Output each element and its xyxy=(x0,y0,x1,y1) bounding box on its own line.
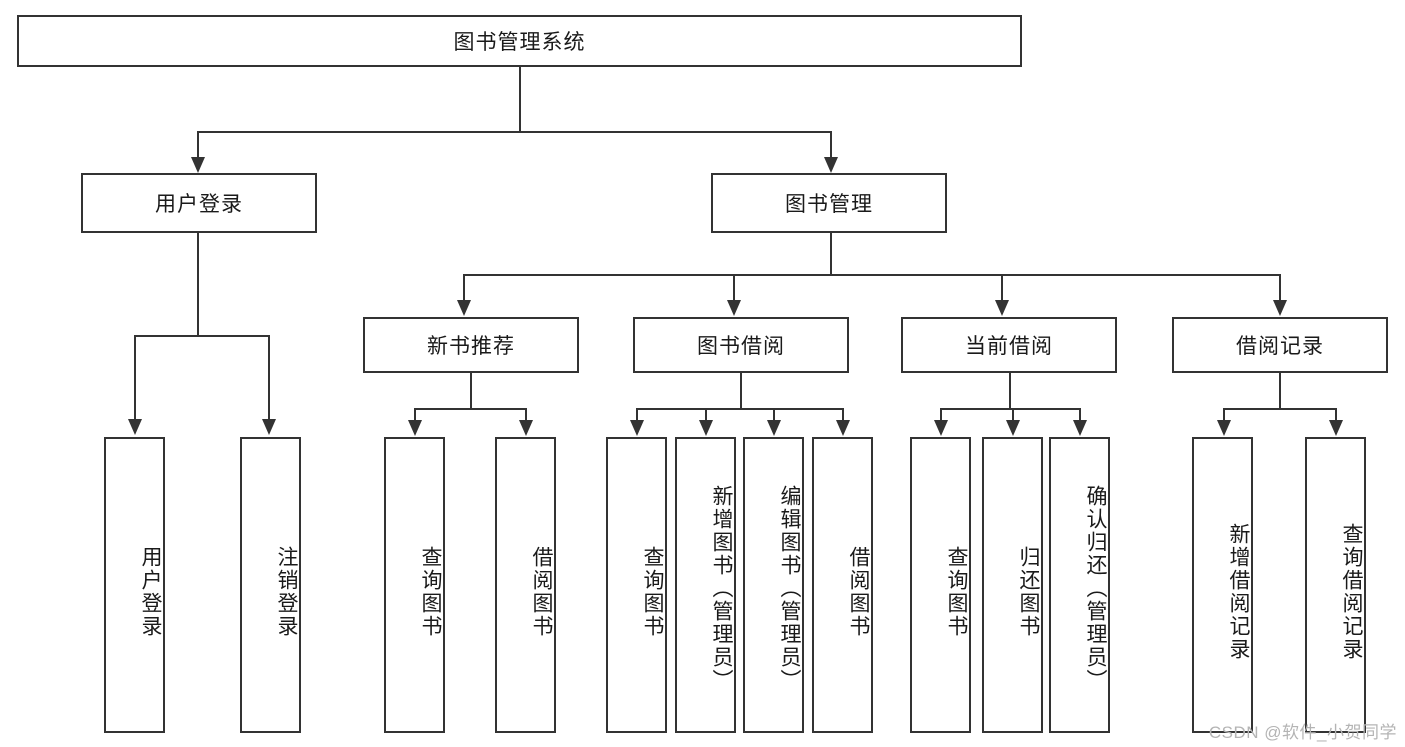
leaf-add-borrow-record[interactable]: 新增借阅记录 xyxy=(1192,437,1253,733)
edge-new-books-child-2 xyxy=(525,408,527,420)
edge-current-borrow-child-3 xyxy=(1079,408,1081,420)
edge-user-login-bus xyxy=(134,335,270,337)
edge-current-borrow-child-2 xyxy=(1012,408,1014,420)
arrow-leaf-return-book xyxy=(1006,420,1020,436)
node-borrow-records[interactable]: 借阅记录 xyxy=(1172,317,1388,373)
node-user-login[interactable]: 用户登录 xyxy=(81,173,317,233)
edge-book-borrow-child-1 xyxy=(636,408,638,420)
edge-current-borrow-stem xyxy=(1009,373,1011,409)
edge-book-mgmt-stem xyxy=(830,233,832,275)
leaf-borrow-book-2-label: 借阅图书 xyxy=(847,546,870,638)
edge-book-borrow-child-4 xyxy=(842,408,844,420)
node-book-borrow-label: 图书借阅 xyxy=(697,335,785,358)
edge-to-current-borrow xyxy=(1001,274,1003,300)
leaf-add-book-admin[interactable]: 新增图书（管理员） xyxy=(675,437,736,733)
arrow-leaf-query-record xyxy=(1329,420,1343,436)
edge-new-books-child-1 xyxy=(414,408,416,420)
edge-book-borrow-bus xyxy=(636,408,843,410)
arrow-to-book-borrow xyxy=(727,300,741,316)
edge-user-login-child-2 xyxy=(268,335,270,419)
edge-borrow-records-child-2 xyxy=(1335,408,1337,420)
node-current-borrow-label: 当前借阅 xyxy=(965,335,1053,358)
edge-book-borrow-child-3 xyxy=(773,408,775,420)
leaf-logout-label: 注销登录 xyxy=(275,546,298,638)
arrow-to-borrow-records xyxy=(1273,300,1287,316)
node-user-login-label: 用户登录 xyxy=(155,193,243,216)
leaf-add-book-admin-label: 新增图书（管理员） xyxy=(710,484,733,692)
leaf-return-book[interactable]: 归还图书 xyxy=(982,437,1043,733)
edge-root-stem xyxy=(519,67,521,131)
leaf-query-borrow-record-label: 查询借阅记录 xyxy=(1340,523,1363,661)
leaf-edit-book-admin[interactable]: 编辑图书（管理员） xyxy=(743,437,804,733)
edge-to-borrow-records xyxy=(1279,274,1281,300)
edge-new-books-bus xyxy=(414,408,526,410)
arrow-leaf-edit-book xyxy=(767,420,781,436)
edge-borrow-records-bus xyxy=(1223,408,1336,410)
leaf-query-book-2-label: 查询图书 xyxy=(641,546,664,638)
edge-to-new-books xyxy=(463,274,465,300)
arrow-leaf-borrow-book-1 xyxy=(519,420,533,436)
edge-book-borrow-stem xyxy=(740,373,742,409)
arrow-leaf-user-login xyxy=(128,419,142,435)
edge-book-mgmt-bus xyxy=(463,274,1279,276)
edge-root-bus xyxy=(197,131,831,133)
node-book-management[interactable]: 图书管理 xyxy=(711,173,947,233)
node-borrow-records-label: 借阅记录 xyxy=(1236,335,1324,358)
arrow-leaf-add-record xyxy=(1217,420,1231,436)
leaf-query-borrow-record[interactable]: 查询借阅记录 xyxy=(1305,437,1366,733)
leaf-query-book-2[interactable]: 查询图书 xyxy=(606,437,667,733)
arrow-leaf-add-book xyxy=(699,420,713,436)
arrow-leaf-confirm-return xyxy=(1073,420,1087,436)
leaf-borrow-book-1[interactable]: 借阅图书 xyxy=(495,437,556,733)
node-new-book-recommend[interactable]: 新书推荐 xyxy=(363,317,579,373)
leaf-edit-book-admin-label: 编辑图书（管理员） xyxy=(778,484,801,692)
node-new-book-recommend-label: 新书推荐 xyxy=(427,335,515,358)
arrow-to-new-books xyxy=(457,300,471,316)
node-current-borrow[interactable]: 当前借阅 xyxy=(901,317,1117,373)
leaf-confirm-return-admin[interactable]: 确认归还（管理员） xyxy=(1049,437,1110,733)
leaf-borrow-book-1-label: 借阅图书 xyxy=(530,546,553,638)
edge-user-login-child-1 xyxy=(134,335,136,419)
arrow-to-user-login xyxy=(191,157,205,173)
node-book-borrow[interactable]: 图书借阅 xyxy=(633,317,849,373)
arrow-leaf-query-book-3 xyxy=(934,420,948,436)
edge-borrow-records-child-1 xyxy=(1223,408,1225,420)
edge-borrow-records-stem xyxy=(1279,373,1281,409)
node-root-label: 图书管理系统 xyxy=(453,31,586,54)
arrow-leaf-borrow-book-2 xyxy=(836,420,850,436)
leaf-query-book-1-label: 查询图书 xyxy=(419,546,442,638)
leaf-query-book-3[interactable]: 查询图书 xyxy=(910,437,971,733)
arrow-leaf-query-book-2 xyxy=(630,420,644,436)
arrow-leaf-logout xyxy=(262,419,276,435)
leaf-logout[interactable]: 注销登录 xyxy=(240,437,301,733)
leaf-query-book-3-label: 查询图书 xyxy=(945,546,968,638)
leaf-user-login[interactable]: 用户登录 xyxy=(104,437,165,733)
arrow-to-current-borrow xyxy=(995,300,1009,316)
edge-to-book-mgmt xyxy=(830,131,832,157)
edge-new-books-stem xyxy=(470,373,472,409)
edge-current-borrow-child-1 xyxy=(940,408,942,420)
node-root[interactable]: 图书管理系统 xyxy=(17,15,1022,67)
edge-book-borrow-child-2 xyxy=(705,408,707,420)
leaf-return-book-label: 归还图书 xyxy=(1017,546,1040,638)
leaf-query-book-1[interactable]: 查询图书 xyxy=(384,437,445,733)
edge-to-user-login xyxy=(197,131,199,157)
arrow-to-book-mgmt xyxy=(824,157,838,173)
arrow-leaf-query-book-1 xyxy=(408,420,422,436)
edge-user-login-stem xyxy=(197,233,199,336)
edge-to-book-borrow xyxy=(733,274,735,300)
leaf-user-login-label: 用户登录 xyxy=(139,546,162,638)
leaf-confirm-return-admin-label: 确认归还（管理员） xyxy=(1084,484,1107,692)
edge-current-borrow-bus xyxy=(940,408,1080,410)
node-book-management-label: 图书管理 xyxy=(785,193,873,216)
leaf-borrow-book-2[interactable]: 借阅图书 xyxy=(812,437,873,733)
leaf-add-borrow-record-label: 新增借阅记录 xyxy=(1227,523,1250,661)
